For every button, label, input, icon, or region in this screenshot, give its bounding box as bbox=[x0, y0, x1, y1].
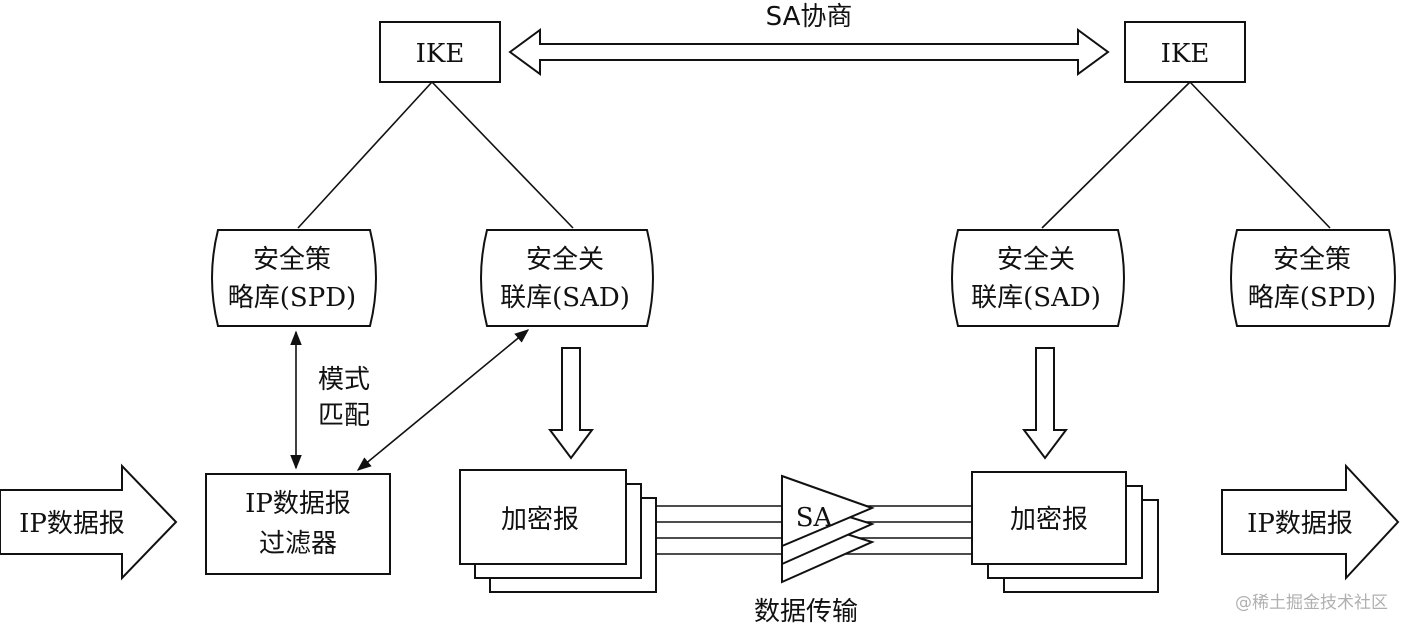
ike-left-box: IKE bbox=[379, 21, 501, 83]
ike-right-to-sad-line bbox=[1041, 81, 1191, 229]
data-transfer-label: 数据传输 bbox=[754, 597, 858, 627]
sa-label: SA bbox=[796, 503, 834, 533]
spd-left-line1: 安全策 bbox=[253, 245, 331, 275]
spd-left-line2: 略库(SPD) bbox=[228, 283, 356, 313]
sad-filter-double-arrow bbox=[356, 329, 530, 471]
sad-left-database: 安全关 联库(SAD) bbox=[480, 229, 654, 327]
watermark: @稀土掘金技术社区 bbox=[1235, 593, 1388, 613]
sad-left-line2: 联库(SAD) bbox=[500, 283, 630, 313]
ike-left-label: IKE bbox=[416, 39, 465, 69]
ip-in-label: IP数据报 bbox=[19, 509, 125, 539]
ike-right-box: IKE bbox=[1124, 21, 1246, 83]
spd-right-line1: 安全策 bbox=[1273, 245, 1351, 275]
encrypted-packet-right-stack: 加密报 bbox=[971, 471, 1159, 593]
sa-negotiation-arrow bbox=[508, 28, 1110, 76]
sad-right-line2: 联库(SAD) bbox=[971, 283, 1101, 313]
spd-left-database: 安全策 略库(SPD) bbox=[211, 229, 377, 327]
pattern-match-line1: 模式 bbox=[318, 365, 370, 395]
ip-filter-box: IP数据报 过滤器 bbox=[205, 473, 391, 575]
filter-line2: 过滤器 bbox=[259, 529, 337, 559]
sa-triangles: SA bbox=[781, 474, 875, 584]
encrypted-packet-left-stack: 加密报 bbox=[459, 469, 657, 593]
ike-right-to-spd-line bbox=[1189, 81, 1331, 229]
ip-datagram-in-arrow: IP数据报 bbox=[0, 463, 178, 581]
ike-left-to-spd-line bbox=[297, 81, 433, 229]
filter-line1: IP数据报 bbox=[245, 489, 351, 519]
sad-left-down-arrow bbox=[548, 347, 594, 460]
sad-left-line1: 安全关 bbox=[526, 245, 604, 275]
spd-right-line2: 略库(SPD) bbox=[1248, 283, 1376, 313]
encrypt-right-label: 加密报 bbox=[1010, 505, 1088, 535]
sad-right-database: 安全关 联库(SAD) bbox=[951, 229, 1125, 327]
sad-right-line1: 安全关 bbox=[997, 245, 1075, 275]
ike-right-label: IKE bbox=[1161, 39, 1210, 69]
encrypt-left-label: 加密报 bbox=[501, 505, 579, 535]
ip-datagram-out-arrow: IP数据报 bbox=[1221, 463, 1400, 581]
sa-negotiation-label: SA协商 bbox=[766, 2, 853, 32]
spd-right-database: 安全策 略库(SPD) bbox=[1230, 229, 1396, 327]
sad-right-down-arrow bbox=[1022, 347, 1068, 460]
ike-left-to-sad-line bbox=[431, 81, 574, 229]
ip-out-label: IP数据报 bbox=[1247, 509, 1353, 539]
pattern-match-line2: 匹配 bbox=[318, 401, 370, 431]
